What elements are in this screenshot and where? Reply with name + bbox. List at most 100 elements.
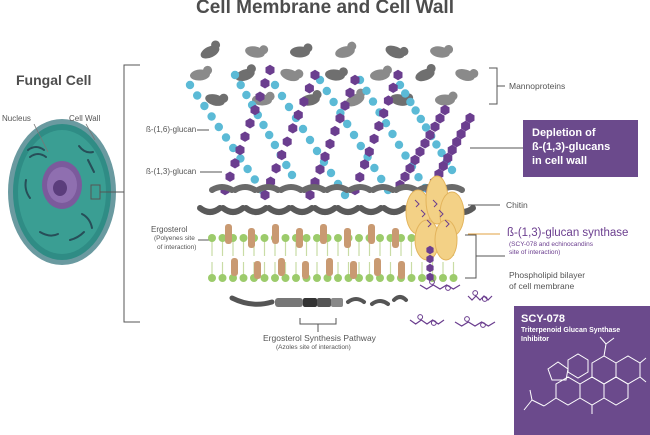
synthase-detail <box>444 219 450 228</box>
glucan-hexagon <box>325 138 335 150</box>
lipid-head <box>407 274 416 282</box>
glucan-hexagon <box>288 123 298 134</box>
mannoproteins-label: Mannoproteins <box>509 81 566 91</box>
lipid-head <box>260 274 269 282</box>
pathway-segment <box>303 298 317 307</box>
glucan-hexagon <box>461 120 471 132</box>
glucan-bead <box>298 124 308 134</box>
lipid-head <box>239 274 248 282</box>
glucan-hexagon <box>393 69 403 81</box>
glucan-hexagon <box>230 158 240 169</box>
ergosterol-sub1: (Polyenes site <box>154 235 195 242</box>
glucan-hexagon <box>305 189 315 201</box>
zoom-bracket <box>100 64 140 323</box>
glucan-bead <box>401 151 410 160</box>
chitin-arc <box>324 184 350 193</box>
ergosterol-rod <box>302 261 309 279</box>
glucan-bead <box>381 119 391 128</box>
glucan-hexagon <box>299 96 309 107</box>
inhibitor-ring <box>472 290 479 296</box>
lipid-head <box>418 274 426 282</box>
b16-glucan-label: ß-(1,6)-glucan <box>146 125 197 134</box>
glucan-hexagon <box>271 163 281 174</box>
inhibitor-molecule <box>454 321 496 327</box>
glucan-hexagon <box>310 69 320 81</box>
ergosterol-label: Ergosterol <box>151 225 188 234</box>
glucan-hexagon <box>250 104 260 116</box>
mannoprotein-part <box>294 69 304 79</box>
glucan-hexagon <box>335 113 345 124</box>
label-brackets <box>197 67 523 332</box>
glucan-hexagon <box>345 87 355 98</box>
inhibitor-molecule <box>467 295 493 301</box>
glucan-hexagon <box>374 120 384 132</box>
scy-line-1: Triterpenoid Glucan Synthase <box>521 327 621 334</box>
glucan-bead <box>437 148 446 158</box>
lipid-head <box>208 234 216 242</box>
glucan-hexagon <box>383 95 393 106</box>
mannoprotein-part <box>265 91 275 101</box>
mannoprotein-part <box>259 45 269 55</box>
synthase-sub1: (SCY-078 and echinocandins <box>509 241 593 248</box>
synthase-detail <box>426 219 432 228</box>
ergosterol-rod <box>248 228 255 248</box>
glucan-hexagon <box>420 138 430 149</box>
glucan-bead <box>377 174 386 184</box>
glucan-hexagon <box>443 152 453 164</box>
ergosterol-rod <box>326 258 333 276</box>
mannoprotein-blob <box>370 65 392 81</box>
mannoprotein-blob <box>290 43 313 58</box>
glucan-bead <box>370 163 379 173</box>
ergosterol-rod <box>296 228 303 248</box>
mannoprotein-blob <box>325 67 348 81</box>
glucan-bead <box>242 90 251 100</box>
glucan-bead <box>362 86 371 96</box>
glucan-hexagon <box>379 108 389 119</box>
ergosterol-rod <box>225 224 232 244</box>
b16-glucan-chains <box>185 70 457 200</box>
lipid-head <box>376 234 384 242</box>
lipid-head <box>313 274 321 282</box>
chitin-arc <box>255 184 281 193</box>
pathway-title: Ergosterol Synthesis Pathway <box>263 333 376 343</box>
ergosterol-pathway-chain <box>229 295 408 307</box>
glucan-bead <box>229 143 238 153</box>
glucan-bead <box>214 122 223 132</box>
synthase-detail <box>414 199 420 208</box>
pathway-sub: (Azoles site of interaction) <box>276 344 351 351</box>
lipid-head <box>292 274 300 282</box>
glucan-bead <box>411 106 420 115</box>
synthase-glucan-hexagon <box>426 272 434 282</box>
mannoprotein-blob <box>245 45 269 58</box>
mannoprotein-part <box>303 43 313 53</box>
b13-glucan-chains <box>220 64 475 201</box>
mannoprotein-part <box>448 91 458 101</box>
glucan-bead <box>270 80 280 90</box>
chitin-arc <box>209 184 235 193</box>
glucan-hexagon <box>440 104 450 116</box>
mannoprotein-blob <box>435 91 458 106</box>
glucan-bead <box>200 101 209 111</box>
scy-line-2: Inhibitor <box>521 336 549 343</box>
ergosterol-rod <box>278 258 285 276</box>
phospholipid-bilayer <box>208 224 458 282</box>
mannoprotein-blob <box>190 65 213 81</box>
glucan-bead <box>230 70 240 80</box>
glucan-bead <box>243 164 252 174</box>
lipid-head <box>281 234 290 242</box>
mannoprotein-blob <box>335 41 357 58</box>
ergosterol-rod <box>350 261 357 279</box>
glucan-hexagon <box>369 133 379 145</box>
glucan-hexagon <box>260 189 270 201</box>
glucan-hexagon <box>425 129 435 141</box>
mannoprotein-part <box>385 45 405 59</box>
mannoprotein-blob <box>415 64 436 82</box>
glucan-bead <box>305 135 315 145</box>
chitin-arc <box>312 205 338 215</box>
glucan-bead <box>185 80 195 90</box>
glucan-hexagon <box>255 91 265 102</box>
molecule-structure-icon <box>523 336 647 414</box>
glucan-bead <box>322 86 331 96</box>
lipid-head <box>355 234 363 242</box>
